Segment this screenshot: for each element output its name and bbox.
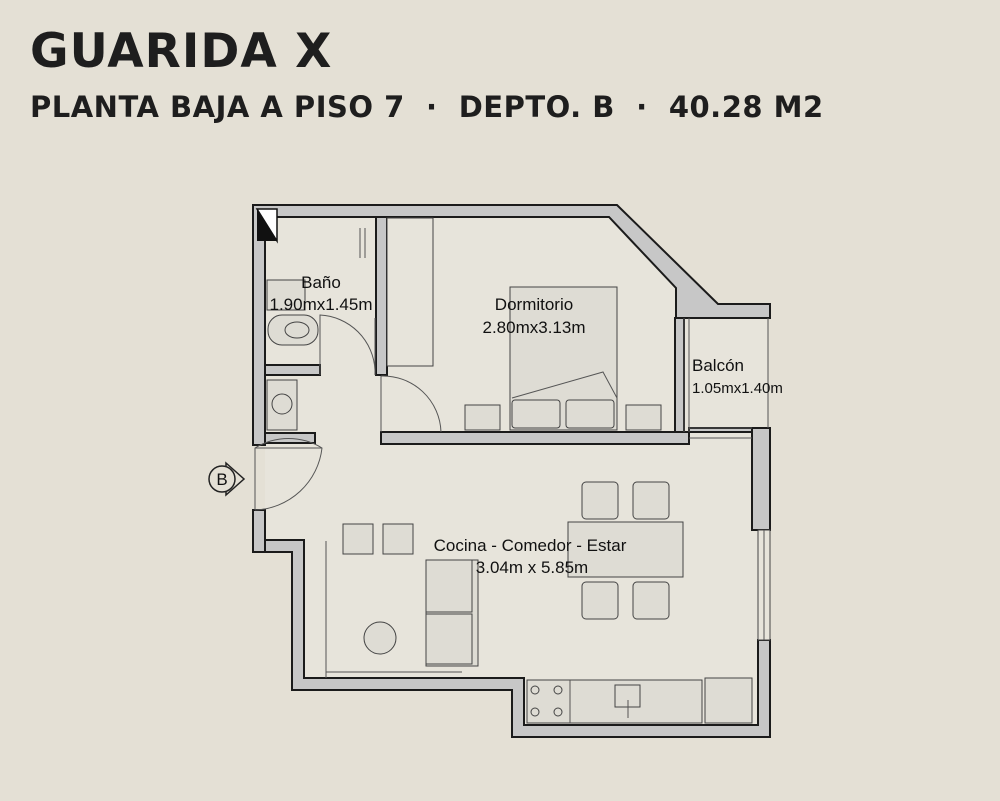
unit-name: DEPTO. B <box>458 90 615 124</box>
dining-set <box>567 481 684 620</box>
room-label-bano: Baño <box>301 273 341 292</box>
room-dims-balcon: 1.05mx1.40m <box>692 380 783 397</box>
plan-title: GUARIDA X <box>30 24 333 79</box>
bar-stools <box>342 523 414 555</box>
kitchen-counter <box>526 677 753 724</box>
room-label-dormitorio: Dormitorio <box>495 295 573 314</box>
rug <box>325 541 462 678</box>
entrance-marker: B <box>208 461 246 497</box>
room-label-balcon: Balcón <box>692 356 744 375</box>
living-window <box>757 529 771 641</box>
entrance-marker-label: B <box>216 470 227 489</box>
unit-area: 40.28 M2 <box>668 90 824 124</box>
bathroom-fixtures <box>266 228 366 431</box>
separator-dot: · <box>426 90 438 124</box>
bed <box>464 286 662 431</box>
floors-range: PLANTA BAJA A PISO 7 <box>30 90 405 124</box>
round-table <box>363 621 397 655</box>
separator-dot: · <box>636 90 648 124</box>
interior-walls <box>264 216 753 445</box>
plan-subtitle: PLANTA BAJA A PISO 7 · DEPTO. B · 40.28 … <box>30 90 824 124</box>
room-dims-cocina: 3.04m x 5.85m <box>476 558 588 577</box>
room-label-cocina: Cocina - Comedor - Estar <box>434 536 627 555</box>
sofa <box>425 559 479 667</box>
balcony-railing <box>683 318 769 439</box>
room-dims-bano: 1.90mx1.45m <box>270 295 373 314</box>
closet-stairs <box>386 217 434 367</box>
room-dims-dormitorio: 2.80mx3.13m <box>483 318 586 337</box>
entrance-door <box>254 438 323 511</box>
bedroom-door <box>380 375 442 433</box>
bathroom-door <box>319 314 376 375</box>
